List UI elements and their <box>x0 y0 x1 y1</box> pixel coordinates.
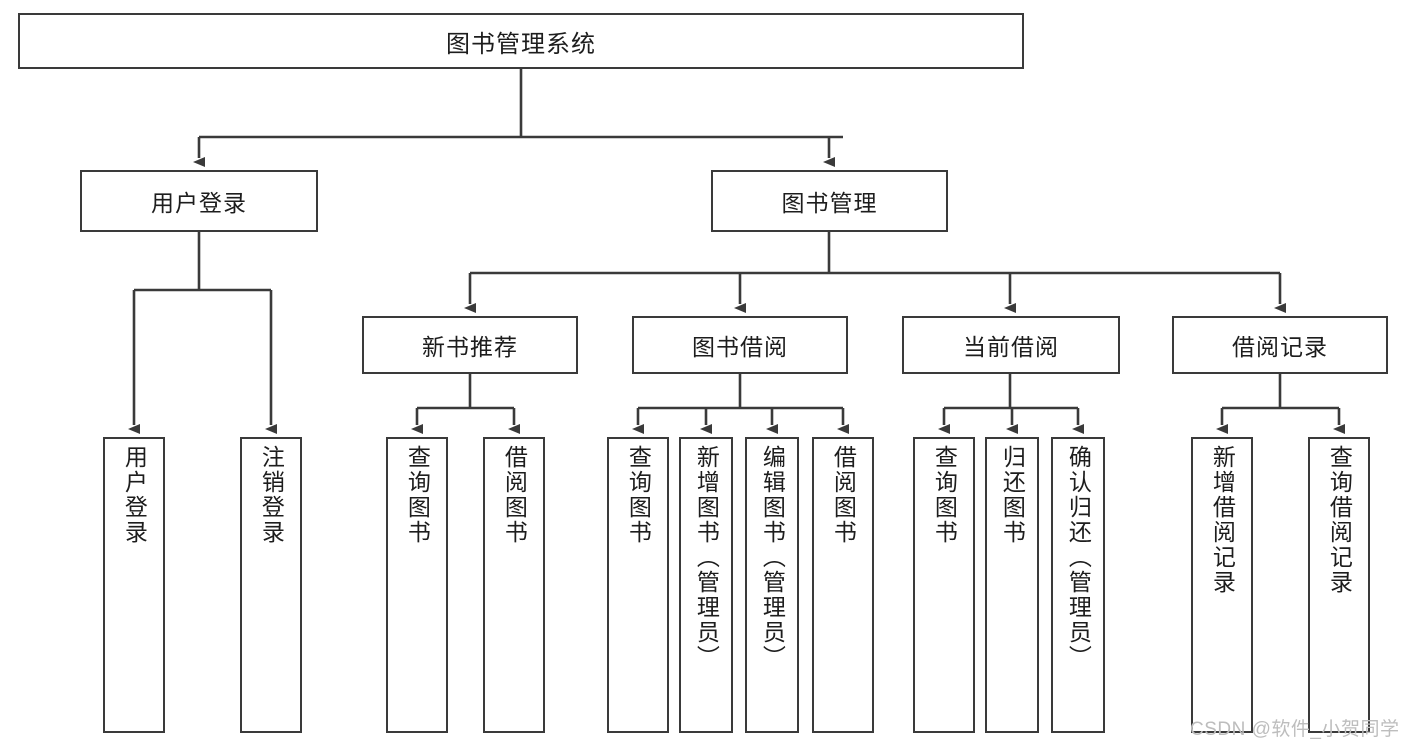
node-leaf-confirm-return-admin[interactable]: 确认归还（管理员） <box>1051 437 1105 733</box>
node-leaf-query-book-borrow-label: 查询图书 <box>625 445 652 545</box>
node-leaf-query-book-current-label: 查询图书 <box>931 445 958 545</box>
node-leaf-borrow-book-borrow[interactable]: 借阅图书 <box>812 437 874 733</box>
node-leaf-return-book[interactable]: 归还图书 <box>985 437 1039 733</box>
node-book-manage[interactable]: 图书管理 <box>711 170 948 232</box>
node-leaf-borrow-book-rec[interactable]: 借阅图书 <box>483 437 545 733</box>
node-leaf-confirm-return-admin-label: 确认归还（管理员） <box>1065 445 1092 670</box>
node-leaf-query-book-borrow[interactable]: 查询图书 <box>607 437 669 733</box>
node-borrow-record-label: 借阅记录 <box>1232 334 1328 360</box>
node-leaf-borrow-book-rec-label: 借阅图书 <box>501 445 528 545</box>
node-root[interactable]: 图书管理系统 <box>18 13 1024 69</box>
node-leaf-user-logout[interactable]: 注销登录 <box>240 437 302 733</box>
node-user-login-label: 用户登录 <box>151 190 247 216</box>
node-leaf-user-logout-label: 注销登录 <box>258 445 285 545</box>
node-leaf-user-login-label: 用户登录 <box>121 445 148 545</box>
node-leaf-add-borrow-record[interactable]: 新增借阅记录 <box>1191 437 1253 733</box>
node-new-book-rec-label: 新书推荐 <box>422 334 518 360</box>
node-leaf-query-borrow-record-label: 查询借阅记录 <box>1326 445 1353 595</box>
node-leaf-query-book-current[interactable]: 查询图书 <box>913 437 975 733</box>
node-new-book-rec[interactable]: 新书推荐 <box>362 316 578 374</box>
node-leaf-edit-book-admin[interactable]: 编辑图书（管理员） <box>745 437 799 733</box>
node-book-manage-label: 图书管理 <box>781 190 878 216</box>
node-leaf-borrow-book-borrow-label: 借阅图书 <box>830 445 857 545</box>
node-book-borrow[interactable]: 图书借阅 <box>632 316 848 374</box>
node-leaf-query-book-rec[interactable]: 查询图书 <box>386 437 448 733</box>
node-root-label: 图书管理系统 <box>446 30 596 58</box>
node-leaf-query-borrow-record[interactable]: 查询借阅记录 <box>1308 437 1370 733</box>
node-leaf-add-book-admin-label: 新增图书（管理员） <box>693 445 720 670</box>
node-leaf-add-borrow-record-label: 新增借阅记录 <box>1209 445 1236 595</box>
node-current-borrow[interactable]: 当前借阅 <box>902 316 1120 374</box>
node-leaf-edit-book-admin-label: 编辑图书（管理员） <box>759 445 786 670</box>
csdn-watermark: CSDN @软件_小贺同学 <box>1190 719 1400 740</box>
node-leaf-add-book-admin[interactable]: 新增图书（管理员） <box>679 437 733 733</box>
node-current-borrow-label: 当前借阅 <box>963 334 1059 360</box>
node-leaf-user-login[interactable]: 用户登录 <box>103 437 165 733</box>
node-borrow-record[interactable]: 借阅记录 <box>1172 316 1388 374</box>
node-user-login[interactable]: 用户登录 <box>80 170 318 232</box>
node-leaf-return-book-label: 归还图书 <box>999 445 1026 545</box>
node-leaf-query-book-rec-label: 查询图书 <box>404 445 431 545</box>
node-book-borrow-label: 图书借阅 <box>692 334 788 360</box>
